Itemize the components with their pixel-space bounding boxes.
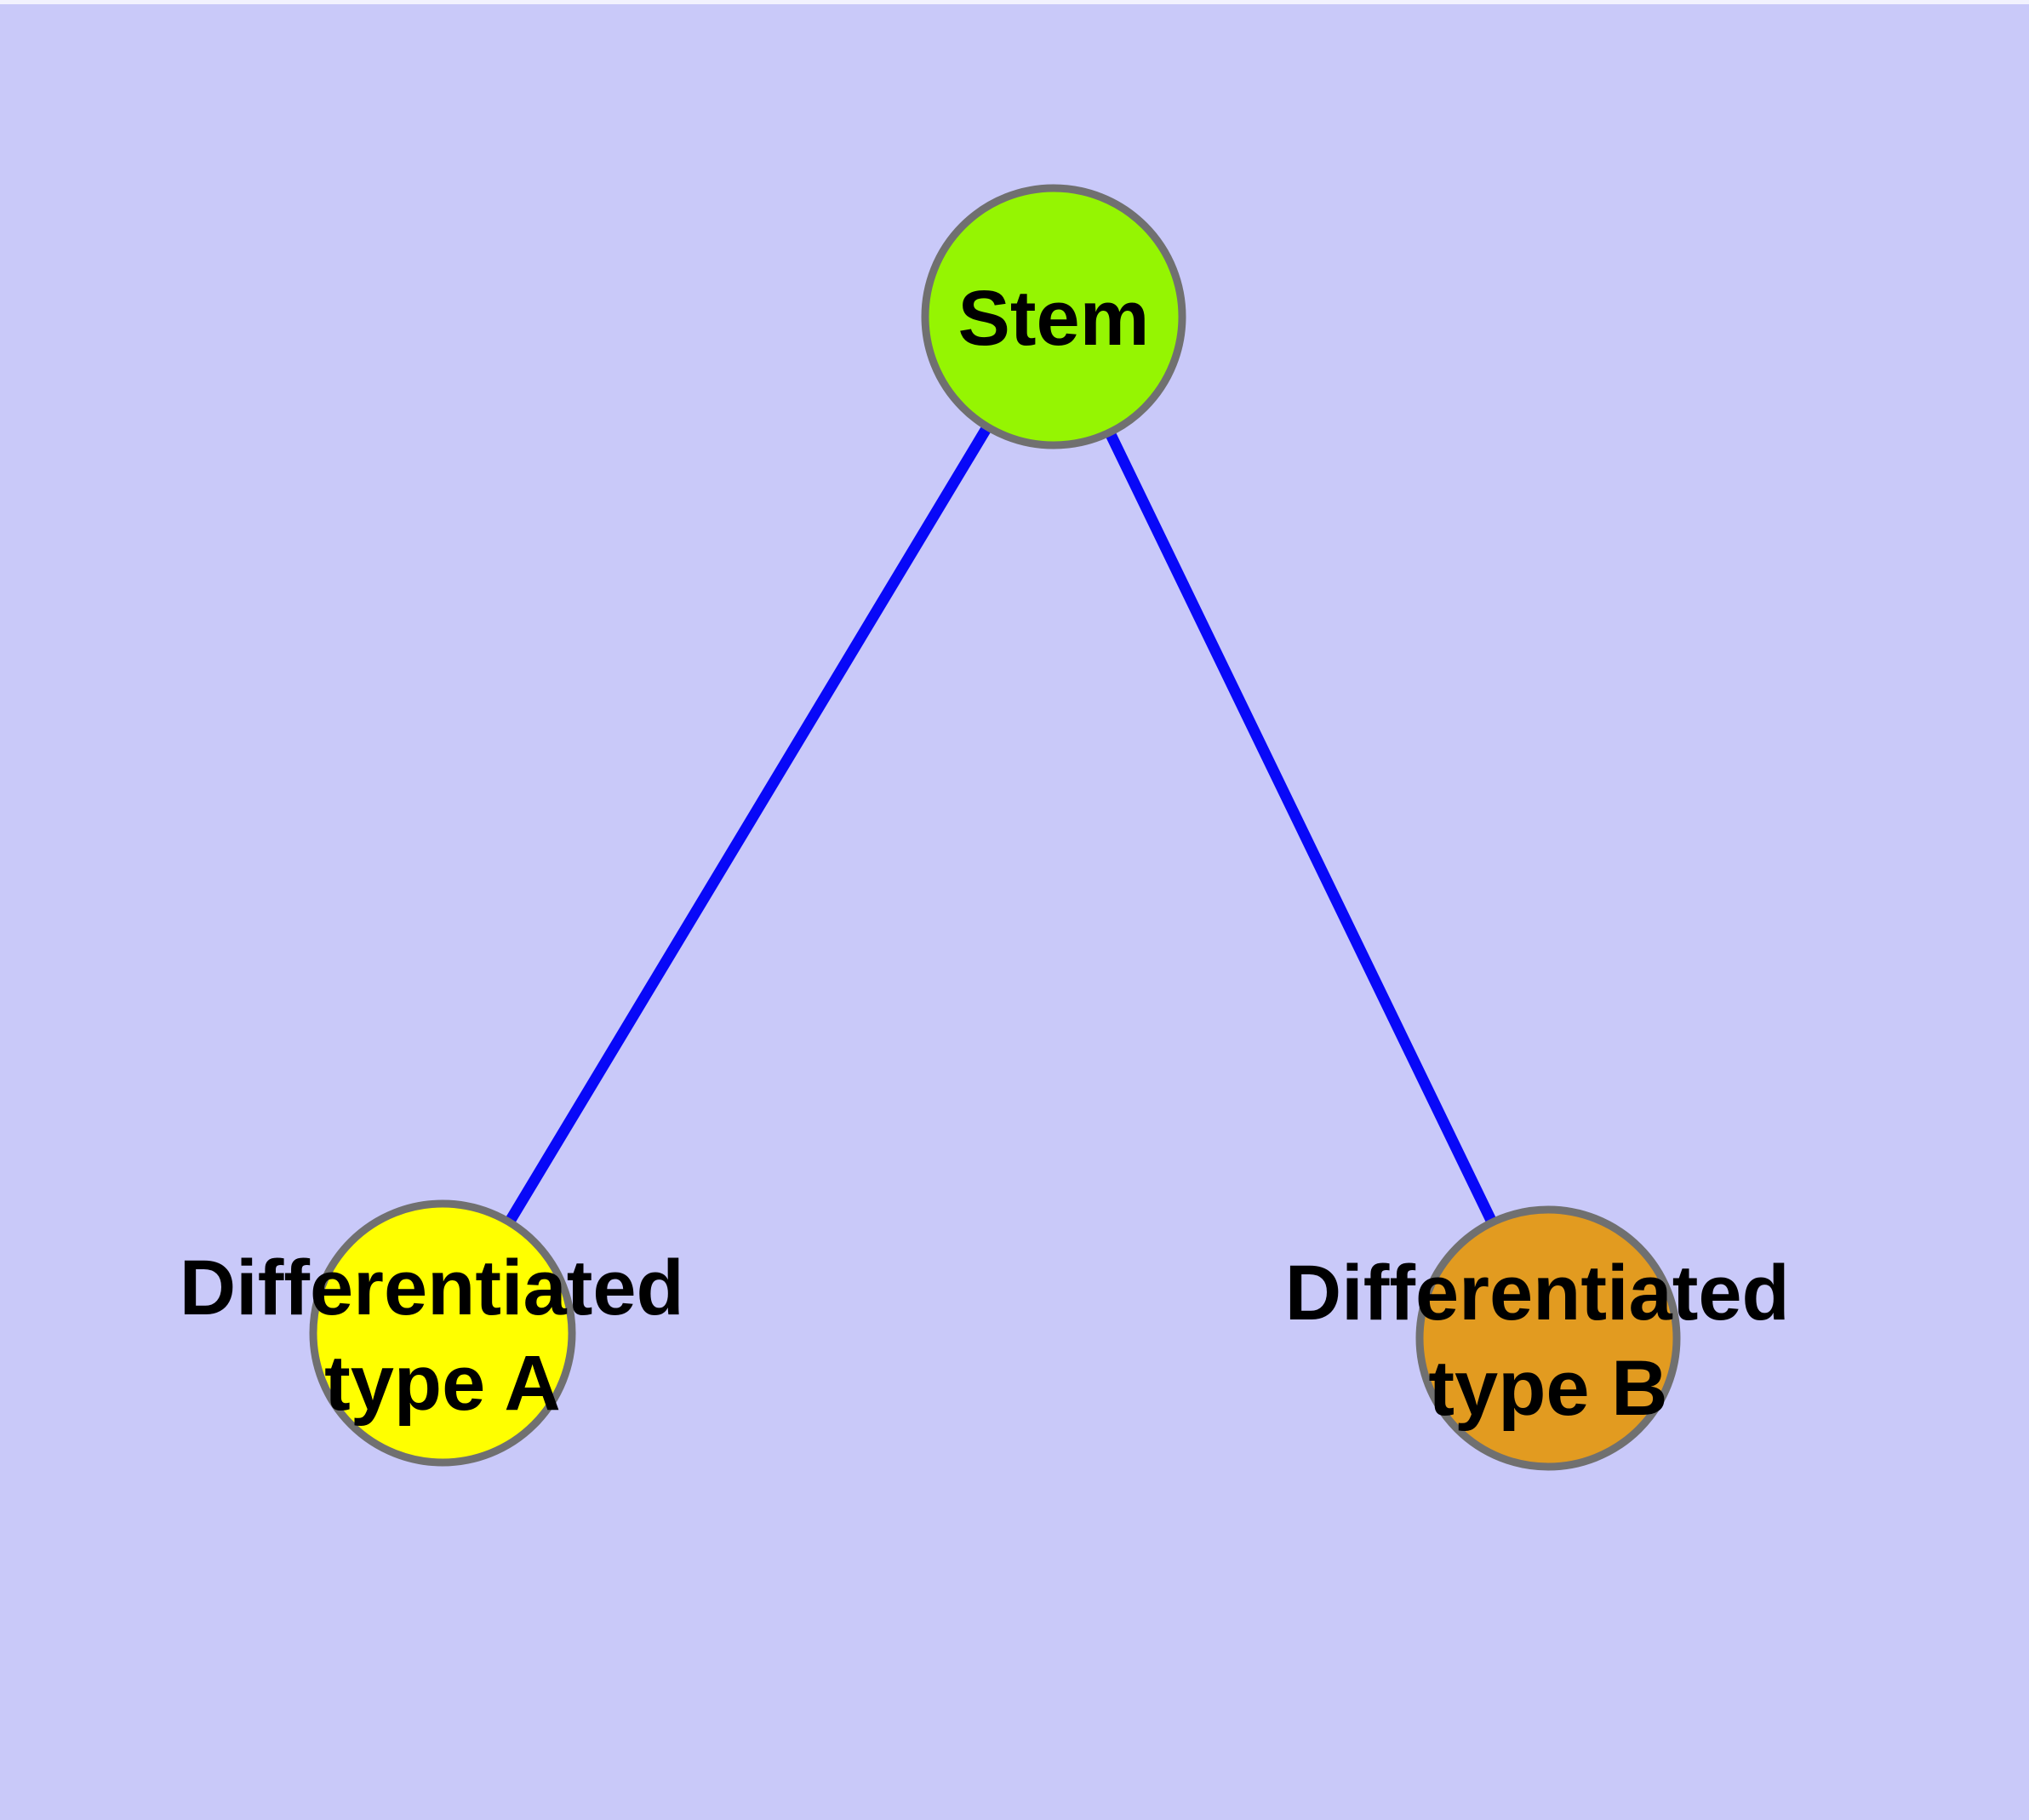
- node-type-b-label-line2: type B: [1428, 1345, 1667, 1432]
- node-type-a-label-line2: type A: [324, 1340, 561, 1427]
- node-type-a-label: Differentiated type A: [180, 1245, 706, 1427]
- node-type-b-label-line1: Differentiated: [1285, 1250, 1790, 1336]
- edge-stem-to-type-b: [1048, 311, 1554, 1344]
- label-layer: Stem Differentiated type A Differentiate…: [180, 275, 1812, 1432]
- node-type-b-label: Differentiated type B: [1285, 1250, 1812, 1432]
- node-type-a-label-line1: Differentiated: [180, 1245, 684, 1331]
- node-stem-label: Stem: [958, 275, 1150, 362]
- top-edge-highlight: [0, 0, 2029, 4]
- edge-layer: [437, 311, 1554, 1344]
- node-layer: [309, 184, 1681, 1471]
- node-type-b-circle: [1415, 1205, 1681, 1471]
- node-type-a-circle: [309, 1199, 576, 1467]
- node-stem-circle: [921, 184, 1186, 449]
- edge-stem-to-type-a: [437, 311, 1060, 1339]
